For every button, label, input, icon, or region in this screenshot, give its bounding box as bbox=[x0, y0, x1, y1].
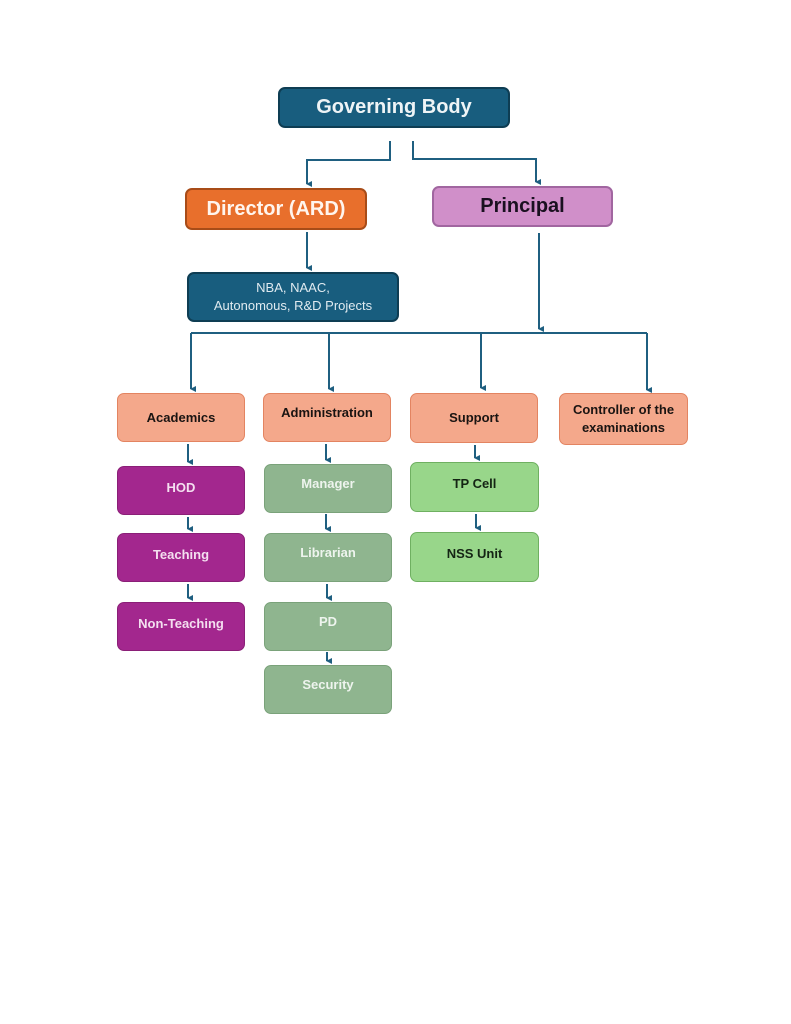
node-label: NSS Unit bbox=[446, 546, 503, 561]
edge-governing-to-director bbox=[306, 141, 391, 187]
node-librarian: Librarian bbox=[264, 533, 392, 582]
node-support: Support bbox=[410, 393, 538, 443]
node-label-line1: NBA, NAAC, bbox=[256, 280, 330, 296]
node-hod: HOD bbox=[117, 466, 245, 515]
edge-governing-to-principal bbox=[412, 141, 541, 185]
node-label: TP Cell bbox=[452, 476, 497, 491]
node-label: PD bbox=[318, 614, 338, 629]
node-label-line1: Controller of the bbox=[572, 402, 675, 418]
node-label: Support bbox=[449, 410, 499, 426]
node-label: Non-Teaching bbox=[138, 616, 224, 631]
node-administration: Administration bbox=[263, 393, 391, 442]
node-label: Administration bbox=[281, 405, 373, 420]
node-label: Security bbox=[302, 677, 354, 692]
node-label-line2: examinations bbox=[581, 420, 666, 435]
node-label: Director (ARD) bbox=[206, 197, 346, 220]
node-label: Manager bbox=[301, 476, 355, 491]
node-label: HOD bbox=[166, 480, 196, 495]
node-pd: PD bbox=[264, 602, 392, 651]
node-label: Librarian bbox=[300, 545, 356, 560]
node-director: Director (ARD) bbox=[185, 188, 367, 230]
node-manager: Manager bbox=[264, 464, 392, 513]
node-label: Academics bbox=[146, 409, 216, 425]
node-controller-of-examinations: Controller of the examinations bbox=[559, 393, 688, 445]
node-nss-unit: NSS Unit bbox=[410, 532, 539, 582]
node-security: Security bbox=[264, 665, 392, 714]
node-label-line2: Autonomous, R&D Projects bbox=[213, 298, 373, 313]
node-governing-body: Governing Body bbox=[278, 87, 510, 128]
node-tp-cell: TP Cell bbox=[410, 462, 539, 512]
node-teaching: Teaching bbox=[117, 533, 245, 582]
node-non-teaching: Non-Teaching bbox=[117, 602, 245, 651]
node-principal: Principal bbox=[432, 186, 613, 227]
node-academics: Academics bbox=[117, 393, 245, 442]
node-label: Governing Body bbox=[316, 96, 472, 118]
node-nba-naac-projects: NBA, NAAC, Autonomous, R&D Projects bbox=[187, 272, 399, 322]
node-label: Principal bbox=[480, 195, 565, 217]
node-label: Teaching bbox=[152, 547, 210, 562]
